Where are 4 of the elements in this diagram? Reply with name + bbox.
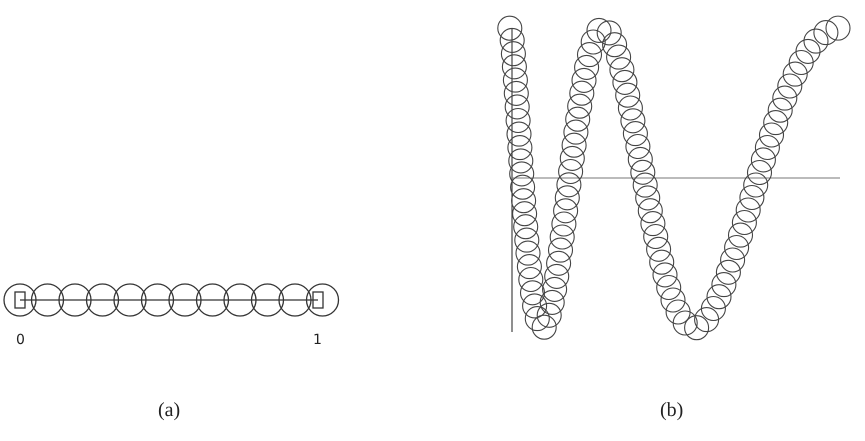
axis-label: 1 [313, 333, 322, 347]
axis-label: 0 [16, 333, 25, 347]
panel-label: (a) [158, 400, 180, 420]
panel-label: (b) [660, 400, 684, 420]
